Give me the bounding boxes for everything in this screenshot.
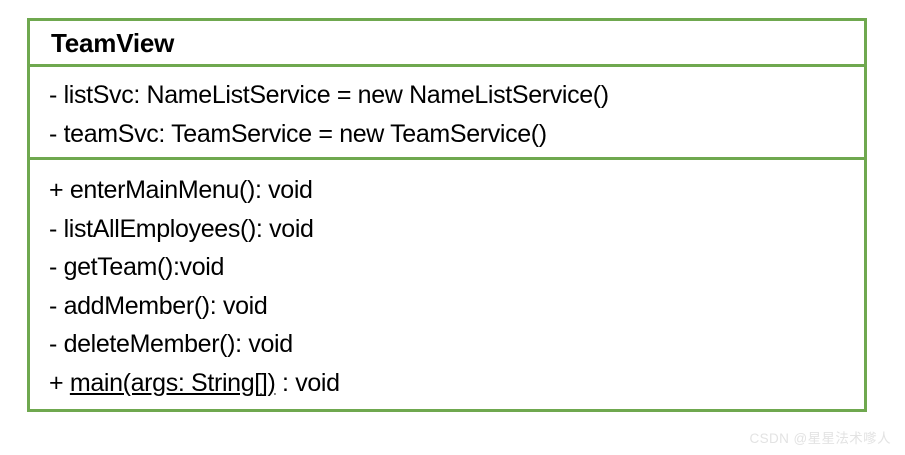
operation-row: - listAllEmployees(): void [49,214,314,243]
attribute-row: - teamSvc: TeamService = new TeamService… [49,119,547,148]
operation-row-static: + main(args: String[]) : void [49,364,864,403]
attributes-compartment: - listSvc: NameListService = new NameLis… [30,67,864,160]
operation-return-type: : void [275,368,340,397]
operation-signature-static: main(args: String[]) [69,368,276,397]
class-name-compartment: TeamView [30,21,864,67]
operation-row: - addMember(): void [49,291,268,320]
attribute-row: - listSvc: NameListService = new NameLis… [49,81,609,109]
watermark-label: CSDN @星星法术嗲人 [749,431,891,446]
operation-row: - deleteMember(): void [49,330,293,358]
operation-row: + enterMainMenu(): void [49,176,313,204]
operation-row: - getTeam():void [49,253,225,281]
operation-visibility: + [49,368,70,397]
operations-compartment: + enterMainMenu(): void - listAllEmploye… [30,160,864,409]
uml-class-box[interactable]: TeamView - listSvc: NameListService = ne… [27,18,867,412]
class-name-label: TeamView [51,27,175,58]
